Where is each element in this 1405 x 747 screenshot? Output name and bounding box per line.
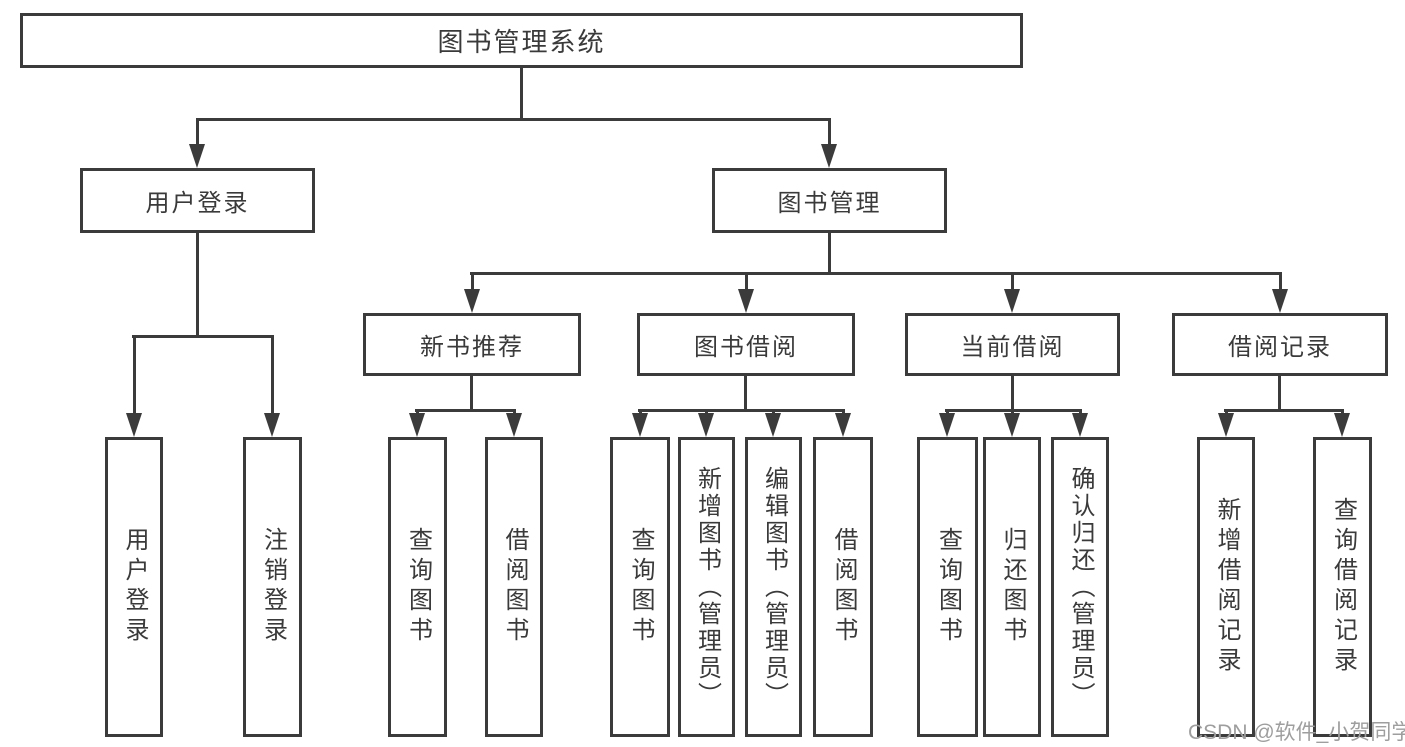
leaf-edit-books-admin: 编辑图书（管理员）: [745, 437, 802, 737]
leaf-label: 归还图书: [999, 527, 1026, 647]
arrow-shaft: [1341, 409, 1344, 415]
arrow-down-icon: [738, 289, 754, 313]
leaf-label: 新增借阅记录: [1213, 497, 1240, 677]
leaf-label: 注销登录: [259, 527, 287, 647]
connector-rail-records: [1224, 409, 1344, 412]
node-root-label: 图书管理系统: [437, 27, 606, 57]
arrow-shaft: [639, 409, 642, 415]
connector-book-mgmt-stub: [828, 231, 831, 274]
arrow-shaft: [471, 272, 474, 291]
connector-rail-user-login: [132, 335, 274, 338]
arrow-down-icon: [765, 413, 781, 437]
arrow-shaft: [1011, 272, 1014, 291]
arrow-shaft: [271, 335, 274, 415]
arrow-down-icon: [1004, 413, 1020, 437]
arrow-shaft: [772, 409, 775, 415]
arrow-shaft: [1279, 272, 1282, 291]
leaf-return-books: 归还图书: [983, 437, 1041, 737]
arrow-down-icon: [835, 413, 851, 437]
node-new-book-recommend: 新书推荐: [363, 313, 581, 376]
leaf-label: 借阅图书: [830, 527, 857, 647]
arrow-shaft: [828, 118, 831, 146]
leaf-label: 编辑图书（管理员）: [760, 465, 788, 709]
node-book-management-label: 图书管理: [777, 190, 882, 217]
leaf-user-login: 用户登录: [105, 437, 163, 737]
arrow-down-icon: [821, 144, 837, 168]
arrow-down-icon: [1072, 413, 1088, 437]
arrow-shaft: [416, 409, 419, 415]
leaf-query-borrow-record: 查询借阅记录: [1313, 437, 1372, 737]
connector-records-stub: [1278, 374, 1281, 412]
arrow-shaft: [842, 409, 845, 415]
arrow-down-icon: [698, 413, 714, 437]
arrow-down-icon: [409, 413, 425, 437]
leaf-label: 查询借阅记录: [1329, 497, 1357, 677]
node-book-borrow: 图书借阅: [637, 313, 855, 376]
connector-rail-new-books: [415, 409, 516, 412]
node-user-login-label: 用户登录: [145, 190, 250, 217]
arrow-shaft: [513, 409, 516, 415]
arrow-down-icon: [464, 289, 480, 313]
arrow-down-icon: [1334, 413, 1350, 437]
connector-rail-level2: [196, 118, 831, 121]
arrow-shaft: [196, 118, 199, 146]
csdn-watermark: CSDN @软件_小贺同学: [1188, 721, 1405, 744]
leaf-query-books-borrow: 查询图书: [610, 437, 670, 737]
arrow-down-icon: [506, 413, 522, 437]
connector-new-books-stub: [470, 374, 473, 412]
node-user-login: 用户登录: [80, 168, 315, 233]
arrow-down-icon: [939, 413, 955, 437]
node-current-borrow: 当前借阅: [905, 313, 1120, 376]
leaf-label: 新增图书（管理员）: [693, 465, 721, 709]
leaf-logout: 注销登录: [243, 437, 302, 737]
leaf-add-borrow-record: 新增借阅记录: [1197, 437, 1255, 737]
arrow-down-icon: [1004, 289, 1020, 313]
leaf-add-books-admin: 新增图书（管理员）: [678, 437, 735, 737]
node-book-management: 图书管理: [712, 168, 947, 233]
connector-current-stub: [1011, 374, 1014, 412]
leaf-borrow-books: 借阅图书: [813, 437, 873, 737]
arrow-shaft: [745, 272, 748, 291]
node-borrow-records-label: 借阅记录: [1228, 334, 1332, 361]
connector-borrow-stub: [744, 374, 747, 412]
arrow-shaft: [705, 409, 708, 415]
arrow-shaft: [1225, 409, 1228, 415]
leaf-query-books-current: 查询图书: [917, 437, 978, 737]
connector-rail-borrow: [638, 409, 845, 412]
arrow-down-icon: [126, 413, 142, 437]
leaf-query-books-recommend: 查询图书: [388, 437, 447, 737]
arrow-shaft: [946, 409, 949, 415]
leaf-confirm-return-admin: 确认归还（管理员）: [1051, 437, 1109, 737]
arrow-down-icon: [264, 413, 280, 437]
leaf-borrow-books-recommend: 借阅图书: [485, 437, 543, 737]
connector-rail-level3: [470, 272, 1281, 275]
node-root: 图书管理系统: [20, 13, 1023, 68]
connector-user-login-stub: [196, 231, 199, 337]
arrow-down-icon: [189, 144, 205, 168]
leaf-label: 用户登录: [121, 527, 148, 647]
connector-root-stub: [520, 67, 523, 120]
node-book-borrow-label: 图书借阅: [694, 334, 798, 361]
leaf-label: 确认归还（管理员）: [1067, 465, 1094, 709]
leaf-label: 查询图书: [627, 527, 654, 647]
arrow-down-icon: [1272, 289, 1288, 313]
arrow-shaft: [1011, 409, 1014, 415]
node-current-borrow-label: 当前借阅: [960, 334, 1065, 361]
arrow-shaft: [1079, 409, 1082, 415]
arrow-shaft: [133, 335, 136, 415]
leaf-label: 借阅图书: [501, 527, 528, 647]
node-borrow-records: 借阅记录: [1172, 313, 1388, 376]
node-new-book-recommend-label: 新书推荐: [420, 334, 524, 361]
leaf-label: 查询图书: [934, 527, 962, 647]
leaf-label: 查询图书: [404, 527, 432, 647]
arrow-down-icon: [632, 413, 648, 437]
arrow-down-icon: [1218, 413, 1234, 437]
